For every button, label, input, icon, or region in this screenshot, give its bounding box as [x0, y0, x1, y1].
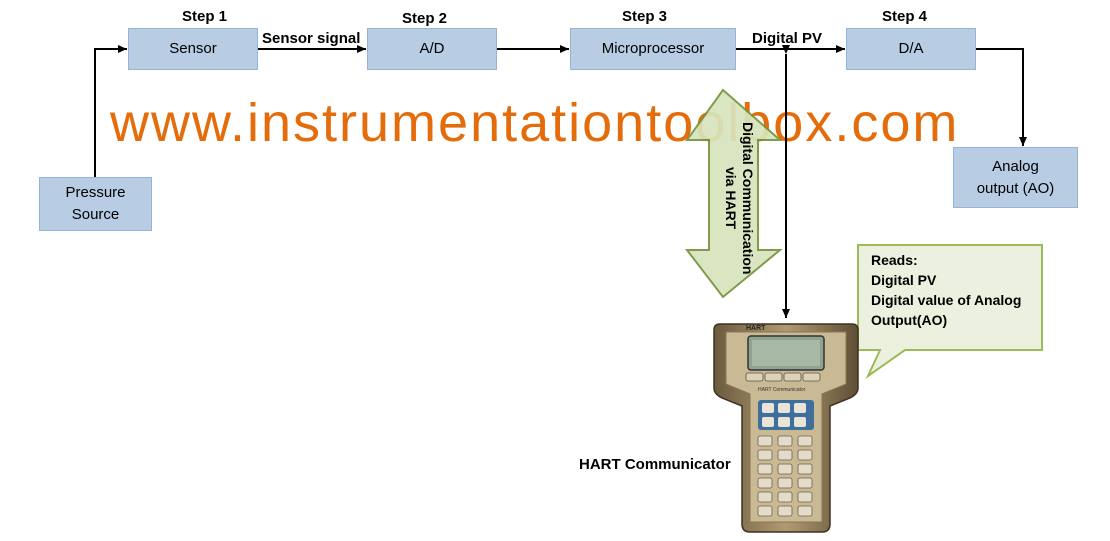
pressure-source-label-line2: Source	[71, 206, 120, 223]
device-brand-text: HART	[746, 325, 766, 332]
da-converter-box: D/A	[846, 28, 976, 70]
hart-arrow-text-line2: via HART	[723, 166, 739, 230]
callout-line-4: Output(AO)	[871, 312, 948, 328]
hart-communication-double-arrow	[684, 88, 783, 299]
hart-arrow-text: Digital Communication via HART	[718, 118, 760, 278]
sensor-signal-label: Sensor signal	[262, 30, 361, 47]
step-1-heading: Step 1	[182, 8, 228, 25]
ad-converter-box: A/D	[367, 28, 497, 70]
sensor-box: Sensor	[128, 28, 258, 70]
step-4-heading: Step 4	[882, 8, 928, 25]
device-subtitle-text: HART Communicator	[758, 387, 806, 393]
reads-callout-bubble	[857, 244, 1043, 379]
callout-line-3: Digital value of Analog	[871, 292, 1022, 308]
step-3-heading: Step 3	[622, 8, 668, 25]
step-2-heading: Step 2	[402, 10, 448, 27]
reads-callout-text: Reads: Digital PV Digital value of Analo…	[871, 250, 1021, 330]
microprocessor-box-label: Microprocessor	[601, 40, 705, 57]
hart-communicator-label: HART Communicator	[579, 456, 731, 473]
ad-converter-box-label: A/D	[419, 40, 445, 57]
microprocessor-box: Microprocessor	[570, 28, 736, 70]
hart-communicator-device-image: HART HART Communicator	[712, 318, 862, 541]
analog-output-box: Analog output (AO)	[953, 147, 1078, 208]
digital-pv-label: Digital PV	[752, 30, 823, 47]
analog-output-label-line2: output (AO)	[976, 179, 1055, 197]
analog-output-label-line1: Analog	[992, 157, 1039, 175]
callout-line-2: Digital PV	[871, 272, 937, 288]
pressure-source-box: Pressure Source	[39, 177, 152, 231]
hart-arrow-text-line1: Digital Communication	[740, 121, 756, 275]
callout-line-1: Reads:	[871, 252, 918, 268]
sensor-box-label: Sensor	[169, 40, 217, 57]
pressure-source-label-line1: Pressure	[65, 184, 126, 201]
pressure-to-sensor-connector	[94, 45, 127, 177]
da-to-analog-output-connector	[976, 48, 1027, 146]
da-converter-box-label: D/A	[898, 40, 924, 57]
watermark-url: www.instrumentationtoolbox.com	[110, 93, 960, 153]
